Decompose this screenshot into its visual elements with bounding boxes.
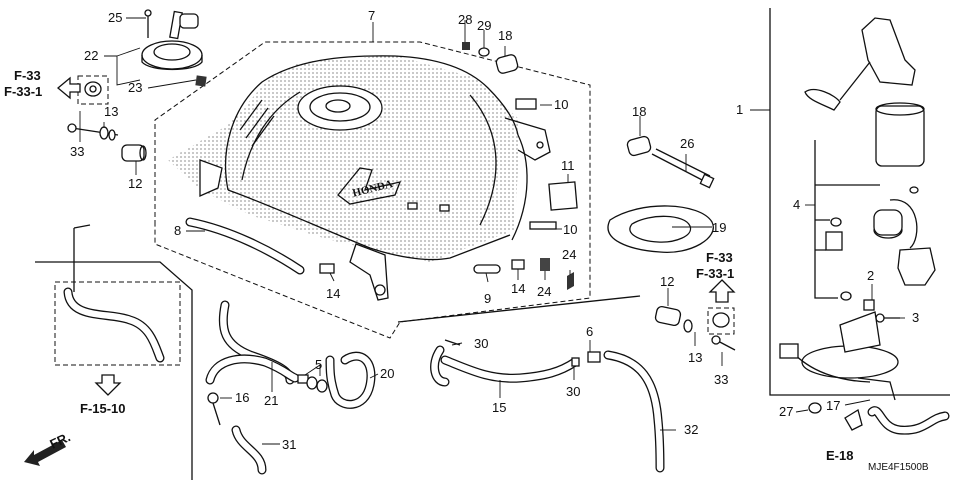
part-label: 31 bbox=[282, 437, 296, 452]
part-label: 10 bbox=[554, 97, 568, 112]
right-fasteners bbox=[654, 305, 736, 351]
part-label: 14 bbox=[326, 286, 340, 301]
part-label: 32 bbox=[684, 422, 698, 437]
reference-labels: F-33 F-33-1 F-33 F-33-1 F-15-10 E-18 FR.… bbox=[4, 68, 929, 473]
part-label: 27 bbox=[779, 404, 793, 419]
front-arrow-icon bbox=[24, 440, 66, 466]
part-label: 24 bbox=[562, 247, 576, 262]
part-label: 24 bbox=[537, 284, 551, 299]
fuel-tank: HONDA bbox=[168, 55, 551, 262]
part-label: 20 bbox=[380, 366, 394, 381]
tank-group-outline bbox=[154, 41, 591, 339]
part-label: 21 bbox=[264, 393, 278, 408]
clips-and-pads bbox=[319, 258, 574, 290]
hose-8 bbox=[185, 217, 305, 275]
top-small-parts bbox=[462, 42, 652, 157]
part-label: 6 bbox=[586, 324, 593, 339]
part-label: 22 bbox=[84, 48, 98, 63]
vent-hoses bbox=[205, 300, 376, 475]
part-label: 16 bbox=[235, 390, 249, 405]
rear-parts bbox=[515, 98, 715, 253]
part-label: 9 bbox=[484, 291, 491, 306]
part-labels: 1 2 3 4 5 6 7 8 9 10 10 11 12 12 13 13 1… bbox=[70, 8, 919, 452]
part-label: 12 bbox=[128, 176, 142, 191]
reference-arrows bbox=[24, 76, 736, 466]
part-label: 17 bbox=[826, 398, 840, 413]
ref-f331-left: F-33-1 bbox=[4, 84, 42, 99]
part-label: 14 bbox=[511, 281, 525, 296]
part-label: 26 bbox=[680, 136, 694, 151]
part-label: 12 bbox=[660, 274, 674, 289]
part-label: 15 bbox=[492, 400, 506, 415]
part-label: 13 bbox=[104, 104, 118, 119]
part-label: 18 bbox=[632, 104, 646, 119]
part-label: 25 bbox=[108, 10, 122, 25]
tank-bracket bbox=[199, 159, 389, 301]
part-label: 11 bbox=[561, 158, 575, 173]
front-label: FR. bbox=[47, 429, 72, 451]
fuel-cap-assembly bbox=[141, 9, 207, 87]
part-label: 28 bbox=[458, 12, 472, 27]
part-label: 23 bbox=[128, 80, 142, 95]
part-label: 8 bbox=[174, 223, 181, 238]
leader-lines bbox=[79, 17, 905, 445]
part-label: 30 bbox=[566, 384, 580, 399]
part-label: 3 bbox=[912, 310, 919, 325]
part-label: 19 bbox=[712, 220, 726, 235]
diagram-code: MJE4F1500B bbox=[868, 462, 929, 473]
part-label: 33 bbox=[70, 144, 84, 159]
ref-e18: E-18 bbox=[826, 448, 853, 463]
ref-f33-right: F-33 bbox=[706, 250, 733, 265]
part-label: 13 bbox=[688, 350, 702, 365]
fuel-pump-assembly bbox=[769, 8, 950, 435]
ref-f331-right: F-33-1 bbox=[696, 266, 734, 281]
overflow-hose-group bbox=[35, 224, 193, 480]
ref-f33-left: F-33 bbox=[14, 68, 41, 83]
part-label: 10 bbox=[563, 222, 577, 237]
part-label: 18 bbox=[498, 28, 512, 43]
part-label: 5 bbox=[315, 357, 322, 372]
part-label: 4 bbox=[793, 197, 800, 212]
part-label: 7 bbox=[368, 8, 375, 23]
part-label: 29 bbox=[477, 18, 491, 33]
ref-f1510: F-15-10 bbox=[80, 401, 126, 416]
part-label: 1 bbox=[736, 102, 743, 117]
drain-hoses bbox=[397, 295, 665, 473]
left-fasteners bbox=[67, 75, 147, 162]
part-label: 30 bbox=[474, 336, 488, 351]
part-label: 2 bbox=[867, 268, 874, 283]
part-label: 33 bbox=[714, 372, 728, 387]
